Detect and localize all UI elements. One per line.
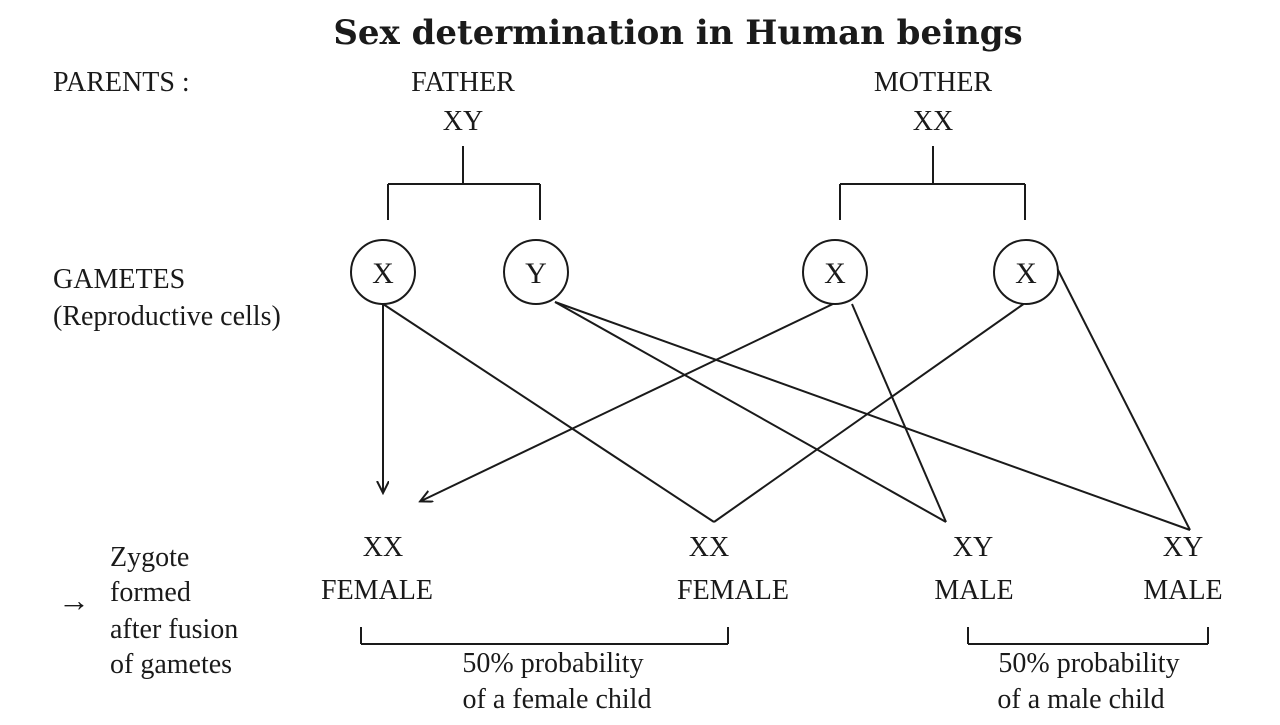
zygote-2-sex: FEMALE bbox=[677, 575, 789, 606]
zygote-note-line-2: formed bbox=[110, 577, 191, 608]
father-label: FATHER bbox=[411, 67, 515, 98]
zygote-3-genotype: XY bbox=[953, 532, 993, 563]
diagram-title: Sex determination in Human beings bbox=[333, 13, 1022, 53]
female-probability-bracket bbox=[360, 627, 729, 645]
mother-label: MOTHER bbox=[874, 67, 993, 98]
fusion-line-father-y-to-zygote-4 bbox=[554, 301, 1191, 531]
fusion-line-mother-x2-to-zygote-2 bbox=[713, 302, 1026, 523]
fusion-line-father-y-to-zygote-3 bbox=[554, 301, 947, 523]
zygote-3-sex: MALE bbox=[934, 575, 1013, 606]
male-probability-bracket bbox=[967, 627, 1209, 645]
fusion-line-father-x-to-zygote-2 bbox=[382, 303, 715, 523]
female-probability-line-2: of a female child bbox=[463, 684, 652, 715]
zygote-1-sex: FEMALE bbox=[321, 575, 433, 606]
gametes-sublabel: (Reproductive cells) bbox=[53, 301, 281, 332]
gamete-father-y-label: Y bbox=[525, 257, 547, 290]
zygote-1-genotype: XX bbox=[363, 532, 403, 563]
mother-gamete-bracket bbox=[839, 146, 1026, 220]
zygote-note-line-3: after fusion bbox=[110, 614, 238, 645]
male-probability-line-1: 50% probability bbox=[998, 648, 1179, 679]
gamete-father-y: Y bbox=[503, 239, 569, 305]
zygote-2-genotype: XX bbox=[689, 532, 729, 563]
zygote-note-line-1: Zygote bbox=[110, 542, 189, 573]
father-genotype: XY bbox=[443, 106, 483, 137]
female-probability-line-1: 50% probability bbox=[462, 648, 643, 679]
fusion-line-mother-x1-to-zygote-1 bbox=[421, 302, 836, 501]
gamete-mother-x-2: X bbox=[993, 239, 1059, 305]
gametes-label: GAMETES bbox=[53, 264, 185, 295]
fusion-line-mother-x1-to-zygote-3 bbox=[851, 303, 947, 523]
parents-label: PARENTS : bbox=[53, 67, 190, 98]
gamete-mother-x-1-label: X bbox=[824, 257, 846, 290]
fusion-lines bbox=[382, 267, 1191, 531]
gamete-father-x: X bbox=[350, 239, 416, 305]
fusion-line-mother-x2-to-zygote-4 bbox=[1056, 267, 1191, 531]
zygote-4-genotype: XY bbox=[1163, 532, 1203, 563]
male-probability-line-2: of a male child bbox=[997, 684, 1164, 715]
gamete-mother-x-1: X bbox=[802, 239, 868, 305]
father-gamete-bracket bbox=[387, 146, 541, 220]
zygote-note-line-4: of gametes bbox=[110, 649, 232, 680]
gamete-father-x-label: X bbox=[372, 257, 394, 290]
gamete-mother-x-2-label: X bbox=[1015, 257, 1037, 290]
mother-genotype: XX bbox=[913, 106, 953, 137]
zygote-note-arrow: → bbox=[58, 582, 90, 618]
zygote-4-sex: MALE bbox=[1143, 575, 1222, 606]
